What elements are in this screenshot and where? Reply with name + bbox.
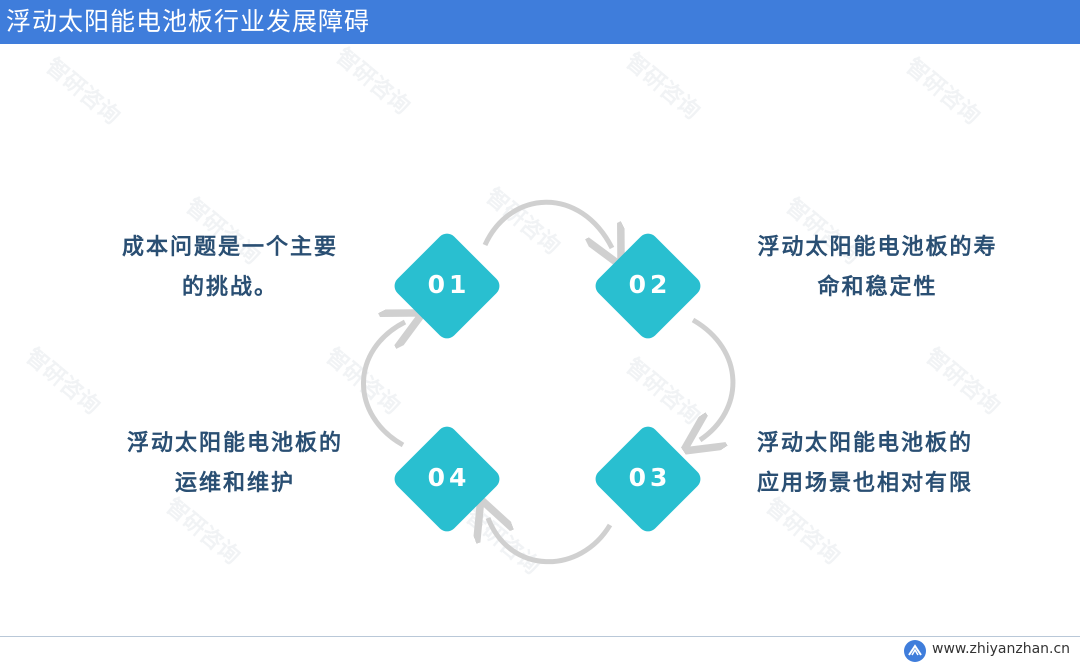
header-bar: 浮动太阳能电池板行业发展障碍 xyxy=(0,0,1080,44)
step-number-03: 03 xyxy=(628,463,672,492)
arrow-03-to-04 xyxy=(488,518,613,565)
arrow-01-to-02 xyxy=(482,199,612,248)
diamond-04 xyxy=(394,426,500,532)
step-text-02-line1: 浮动太阳能电池板的寿 xyxy=(757,235,998,260)
diamond-02 xyxy=(595,233,701,339)
step-text-02: 浮动太阳能电池板的寿 命和稳定性 xyxy=(715,228,1040,308)
step-text-04-line1: 浮动太阳能电池板的 xyxy=(126,431,343,456)
step-number-01: 01 xyxy=(427,270,471,299)
diamond-01 xyxy=(394,233,500,339)
step-text-01: 成本问题是一个主要 的挑战。 xyxy=(90,228,370,308)
step-number-04: 04 xyxy=(427,463,471,492)
step-text-03-line1: 浮动太阳能电池板的 xyxy=(756,431,973,456)
page-title: 浮动太阳能电池板行业发展障碍 xyxy=(6,7,371,36)
step-number-02: 02 xyxy=(628,270,672,299)
step-text-02-line2: 命和稳定性 xyxy=(817,275,938,300)
diamond-03 xyxy=(595,426,701,532)
step-text-03: 浮动太阳能电池板的 应用场景也相对有限 xyxy=(715,424,1015,504)
step-text-01-line1: 成本问题是一个主要 xyxy=(121,235,338,260)
footer-divider xyxy=(0,636,1080,637)
step-text-03-line2: 应用场景也相对有限 xyxy=(756,471,973,496)
company-logo-icon xyxy=(904,640,926,662)
step-text-01-line2: 的挑战。 xyxy=(181,275,278,300)
arrow-02-to-03 xyxy=(693,317,736,440)
step-text-04-line2: 运维和维护 xyxy=(174,471,295,496)
footer-website-link[interactable]: www.zhiyanzhan.cn xyxy=(932,641,1071,657)
arrow-04-to-01 xyxy=(361,322,405,448)
step-text-04: 浮动太阳能电池板的 运维和维护 xyxy=(85,424,385,504)
